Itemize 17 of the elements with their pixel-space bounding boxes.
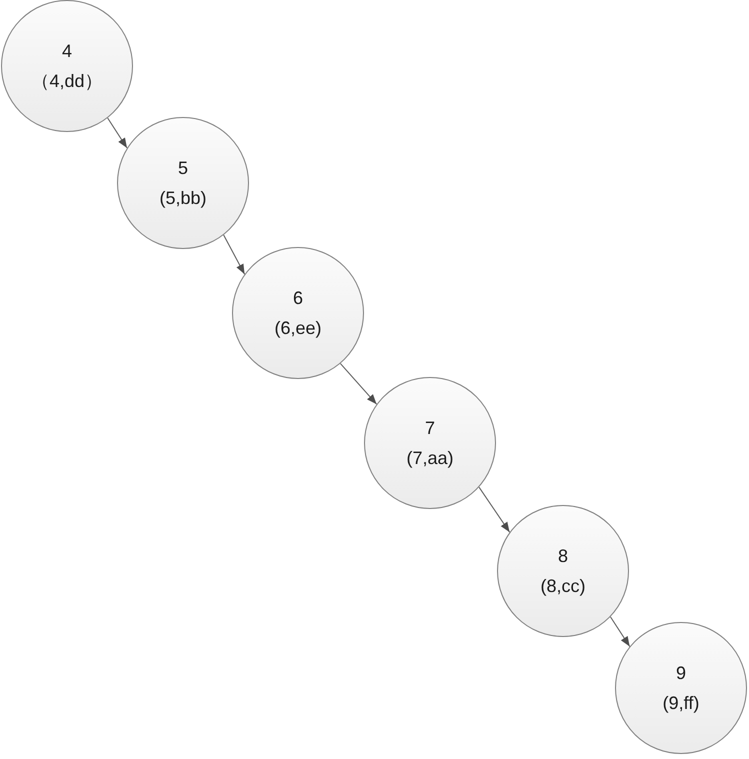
node-pair: (5,bb) — [159, 187, 207, 210]
node-pair: （4,dd） — [31, 70, 103, 93]
node-pair: (6,ee) — [274, 317, 322, 340]
node-key: 7 — [424, 416, 435, 440]
node-key: 5 — [178, 156, 188, 180]
node-pair: (8,cc) — [540, 575, 586, 598]
arrow — [478, 486, 510, 533]
arrow — [107, 118, 128, 149]
node-pair: (9,ff) — [662, 692, 700, 715]
arrow — [610, 616, 630, 647]
arrow — [340, 363, 378, 405]
node-key: 8 — [558, 544, 568, 568]
node-pair: (7,aa) — [406, 447, 454, 470]
node-key: 9 — [676, 661, 686, 685]
node-key: 4 — [62, 39, 72, 63]
node-key: 6 — [292, 286, 303, 310]
arrow — [223, 234, 246, 275]
